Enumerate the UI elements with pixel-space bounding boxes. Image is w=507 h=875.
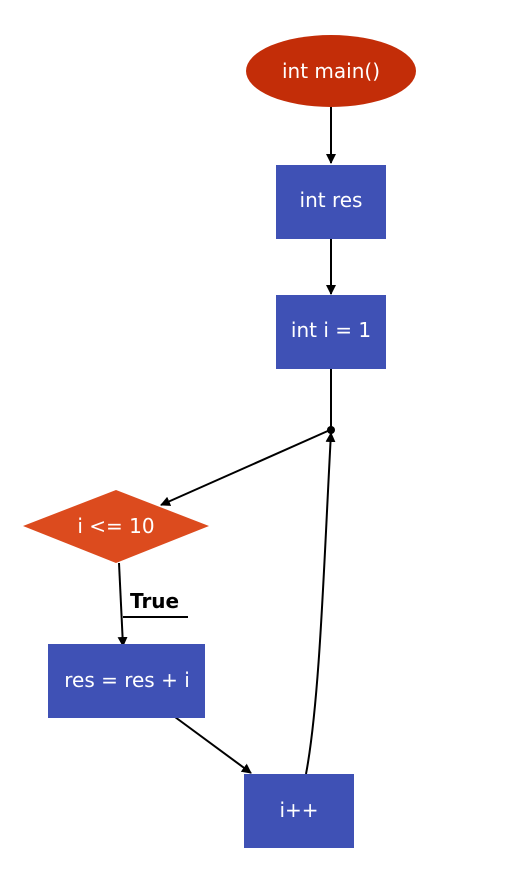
node-accumulate: res = res + i: [48, 644, 205, 718]
node-increment: i++: [244, 774, 354, 848]
declare-res-box: [276, 165, 386, 239]
edge-increment-to-junction: [305, 432, 336, 775]
accumulate-label: res = res + i: [64, 668, 190, 692]
condition-label: i <= 10: [77, 514, 154, 538]
increment-label: i++: [279, 798, 318, 822]
accumulate-box: [48, 644, 205, 718]
start-ellipse: [246, 35, 416, 107]
node-start: int main(): [246, 35, 416, 107]
condition-diamond: [23, 490, 209, 563]
edges: [117, 107, 336, 775]
edge-condition-to-accumulate: [117, 562, 128, 647]
true-edge-label: True: [130, 589, 179, 613]
init-i-box: [276, 295, 386, 369]
node-init-i: int i = 1: [276, 295, 386, 369]
edge-junction-to-condition: [160, 429, 331, 506]
node-condition: i <= 10: [23, 490, 209, 563]
init-i-label: int i = 1: [291, 318, 371, 342]
increment-box: [244, 774, 354, 848]
declare-res-label: int res: [300, 188, 363, 212]
edge-accumulate-to-increment: [174, 716, 252, 774]
junction-dot: [327, 426, 335, 434]
node-declare-res: int res: [276, 165, 386, 239]
start-label: int main(): [282, 59, 380, 83]
